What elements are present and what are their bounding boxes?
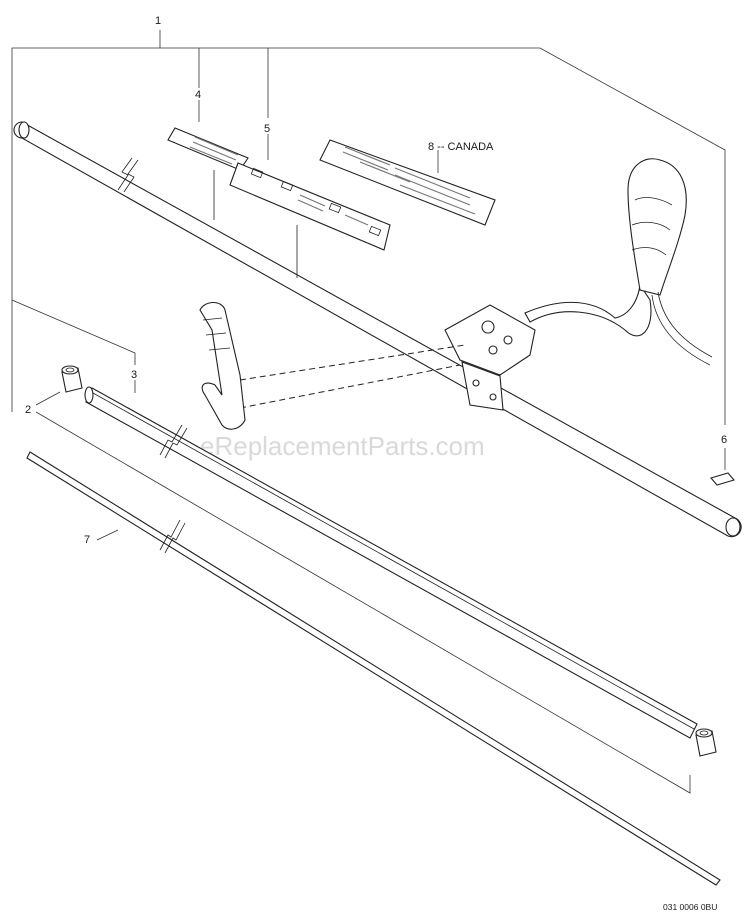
callout-leaders [11,30,726,794]
watermark: eReplacementParts.com [200,431,485,461]
callout-2: 2 [25,404,31,416]
collar-top [61,365,83,393]
collar-bottom [695,728,717,757]
callout-7: 7 [84,534,90,546]
label-6 [710,472,735,486]
decal-8 [319,139,496,226]
drive-shaft [84,386,698,739]
callout-6: 6 [721,434,727,446]
drawing-code: 031 0006 0BU [663,902,717,912]
callout-4: 4 [195,89,201,101]
handle-assembly [199,158,713,430]
callout-3: 3 [131,369,137,381]
outer-tube [13,121,742,538]
flex-cable [26,451,721,886]
callout-8: 8 -- CANADA [428,141,494,153]
callout-1: 1 [155,15,161,27]
decal-5 [229,162,391,278]
callout-5: 5 [264,123,270,135]
